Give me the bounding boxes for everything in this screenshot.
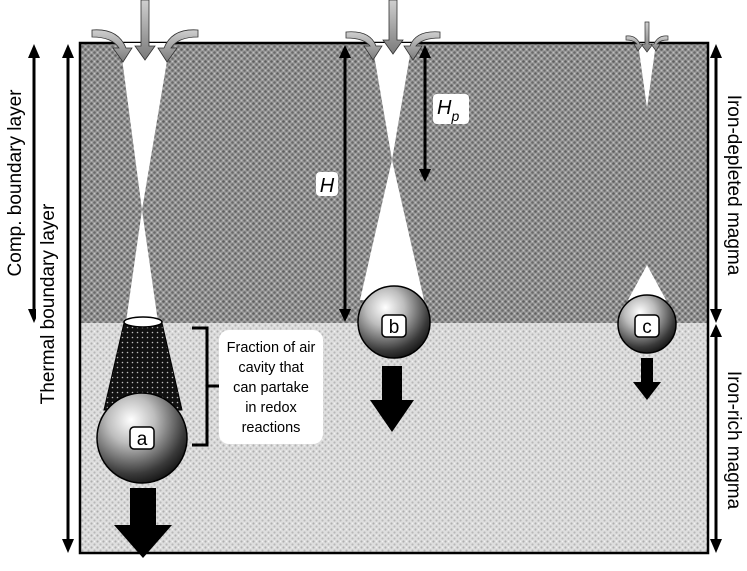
hp-label: Hp — [437, 97, 459, 124]
inflow-arrows-c — [625, 21, 669, 53]
iron-rich-arrow — [710, 324, 722, 553]
fraction-line-2: cavity that — [238, 360, 303, 376]
fraction-line-4: in redox — [245, 400, 297, 416]
sink-arrow-a — [114, 488, 172, 558]
thermal-boundary-label: Thermal boundary layer — [38, 203, 59, 404]
sink-arrow-b — [370, 366, 414, 432]
wake-b-lower — [360, 160, 424, 300]
inflow-arrows-b — [345, 0, 441, 61]
hp-arrow — [419, 45, 431, 182]
fraction-line-3: can partake — [233, 380, 309, 396]
hp-label-main: H — [437, 97, 452, 119]
fraction-text-box — [219, 330, 323, 444]
fraction-line-1: Fraction of air — [227, 340, 316, 356]
bubble-label-a-text: a — [137, 429, 148, 450]
inflow-arrows-a — [91, 0, 199, 63]
bubble-label-b: b — [381, 314, 407, 338]
hp-label-box — [433, 94, 469, 124]
iron-depleted-arrow — [710, 44, 722, 323]
wake-a-lower — [126, 210, 158, 322]
iron-rich-label-bg — [722, 340, 746, 540]
cavity-top-a — [123, 316, 163, 328]
hp-label-sub: p — [450, 108, 459, 124]
wake-a — [120, 43, 170, 210]
fraction-text: Fraction of air cavity that can partake … — [227, 340, 316, 436]
comp-boundary-label: Comp. boundary layer — [5, 89, 26, 277]
comp-label-bg — [3, 62, 27, 308]
sink-arrow-c — [633, 358, 661, 400]
wake-b — [372, 43, 412, 160]
iron-depleted-label-bg — [722, 62, 746, 312]
fraction-line-5: reactions — [242, 420, 301, 436]
wake-c-lower — [628, 265, 666, 300]
thermal-boundary-arrow — [62, 44, 74, 553]
bubble-label-c: c — [634, 314, 660, 338]
h-arrow — [339, 45, 351, 322]
h-label: H — [320, 175, 335, 197]
fraction-bracket — [192, 326, 220, 447]
thermal-label-bg — [36, 170, 60, 442]
wake-c-top — [638, 43, 656, 108]
h-label-box — [316, 172, 338, 196]
bubble-label-a: a — [129, 426, 155, 450]
bubble-label-b-text: b — [389, 317, 400, 338]
bubble-label-c-text: c — [642, 317, 652, 338]
iron-depleted-label: Iron-depleted magma — [723, 95, 744, 276]
iron-rich-label: Iron-rich magma — [723, 371, 744, 510]
